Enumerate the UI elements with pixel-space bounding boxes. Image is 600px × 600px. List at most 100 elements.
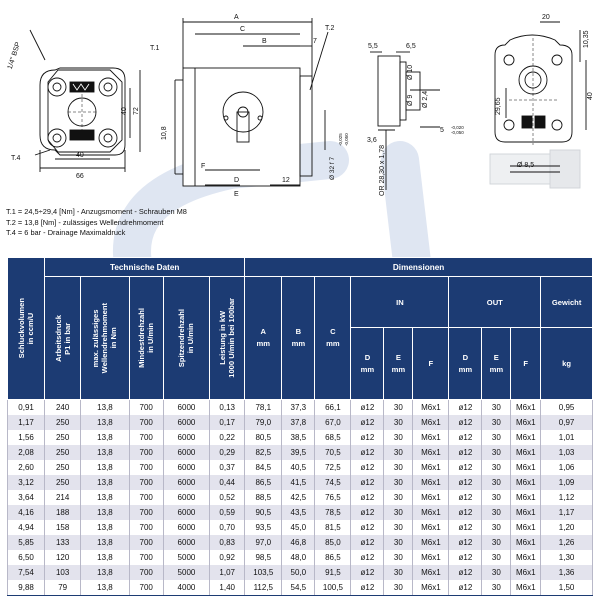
table-cell: 30	[383, 415, 414, 430]
rear-dim-40-label: 40	[587, 92, 594, 100]
table-cell: 13,8	[80, 490, 130, 505]
shaft-tol-c: -0,020	[451, 125, 464, 130]
dim-9-label: Ø 9	[407, 95, 414, 106]
table-cell: 86,5	[244, 475, 283, 490]
table-cell: 90,5	[244, 505, 283, 520]
table-cell: 1,20	[540, 520, 593, 535]
note-t2: T.2 = 13,8 [Nm] - zulässiges Wellendrehm…	[6, 217, 164, 227]
table-cell: 2,08	[6, 445, 46, 460]
table-cell: 42,5	[281, 490, 316, 505]
table-cell: 13,8	[80, 430, 130, 445]
table-cell: 120	[44, 550, 82, 565]
table-cell: M6x1	[412, 430, 450, 445]
table-cell: 0,52	[209, 490, 246, 505]
table-cell: ø12	[350, 535, 385, 550]
col-f-out: F	[510, 327, 542, 400]
table-cell: M6x1	[412, 399, 450, 415]
table-cell: 0,70	[209, 520, 246, 535]
dim-7-label: 7	[313, 38, 317, 45]
table-cell: 1,09	[540, 475, 593, 490]
table-cell: M6x1	[510, 415, 542, 430]
dim-3-6-label: 3,6	[367, 137, 377, 144]
weight-header: Gewicht	[540, 275, 593, 329]
note-t1: T.1 = 24,5÷29,4 [Nm] - Anzugsmoment - Sc…	[6, 207, 187, 216]
table-cell: 30	[383, 475, 414, 490]
table-cell: 30	[481, 475, 512, 490]
table-cell: 30	[383, 445, 414, 460]
table-cell: 82,5	[244, 445, 283, 460]
table-cell: 39,5	[281, 445, 316, 460]
table-cell: 0,83	[209, 535, 246, 550]
table-cell: 0,37	[209, 460, 246, 475]
table-cell: 1,06	[540, 460, 593, 475]
table-cell: 13,8	[80, 550, 130, 565]
table-cell: M6x1	[412, 550, 450, 565]
table-cell: 700	[128, 490, 164, 505]
table-cell: M6x1	[510, 550, 542, 565]
table-cell: 70,5	[314, 445, 352, 460]
table-cell: M6x1	[510, 475, 542, 490]
col-b: B mm	[281, 276, 316, 400]
table-cell: 133	[44, 535, 82, 550]
table-cell: 0,97	[540, 415, 593, 430]
table-cell: 5000	[162, 550, 211, 565]
table-cell: 54,5	[281, 580, 316, 596]
table-cell: 13,8	[80, 475, 130, 490]
table-cell: 0,95	[540, 399, 593, 415]
table-cell: 30	[383, 399, 414, 415]
t2-label: T.2	[325, 25, 334, 32]
table-cell: ø12	[448, 430, 483, 445]
table-cell: ø12	[350, 430, 385, 445]
table-cell: 30	[383, 520, 414, 535]
table-cell: ø12	[448, 580, 483, 596]
col-max-speed: Spitzendrehzahl in U/min	[162, 276, 211, 400]
bsp-label: 1/4" BSP	[7, 41, 22, 70]
table-cell: 0,17	[209, 415, 246, 430]
table-cell: 1,36	[540, 565, 593, 580]
table-cell: M6x1	[510, 490, 542, 505]
table-cell: M6x1	[510, 520, 542, 535]
rear-view	[489, 21, 587, 189]
table-cell: 48,0	[281, 550, 316, 565]
group-tech: Technische Daten	[44, 257, 246, 277]
shaft-dim-label: Ø 32 f 7	[329, 156, 336, 180]
table-cell: M6x1	[510, 580, 542, 596]
table-cell: M6x1	[412, 520, 450, 535]
table-cell: 30	[383, 430, 414, 445]
col-a: A mm	[244, 276, 283, 400]
table-cell: 103	[44, 565, 82, 580]
table-cell: 4000	[162, 580, 211, 596]
col-e-out: E mm	[481, 327, 512, 400]
table-cell: 30	[481, 415, 512, 430]
oring-label: OR 28,30 x 1,78	[379, 145, 386, 196]
table-cell: 13,8	[80, 535, 130, 550]
table-cell: 30	[383, 505, 414, 520]
table-cell: 81,5	[314, 520, 352, 535]
table-cell: 30	[481, 505, 512, 520]
table-cell: 6000	[162, 535, 211, 550]
table-cell: 30	[481, 460, 512, 475]
table-cell: 1,17	[540, 505, 593, 520]
table-cell: M6x1	[412, 460, 450, 475]
table-cell: ø12	[350, 415, 385, 430]
table-cell: ø12	[350, 490, 385, 505]
table-cell: 97,0	[244, 535, 283, 550]
table-cell: 6000	[162, 460, 211, 475]
in-header: IN	[350, 275, 450, 329]
table-cell: 1,26	[540, 535, 593, 550]
table-cell: 67,0	[314, 415, 352, 430]
table-cell: M6x1	[510, 565, 542, 580]
col-min-speed: Mindestdrehzahl in U/min	[128, 276, 164, 400]
table-cell: ø12	[350, 475, 385, 490]
table-cell: ø12	[350, 565, 385, 580]
col-pressure: Arbeitsdruck P1 in bar	[44, 276, 82, 400]
table-cell: 0,92	[209, 550, 246, 565]
table-cell: 6000	[162, 505, 211, 520]
table-cell: 30	[383, 580, 414, 596]
